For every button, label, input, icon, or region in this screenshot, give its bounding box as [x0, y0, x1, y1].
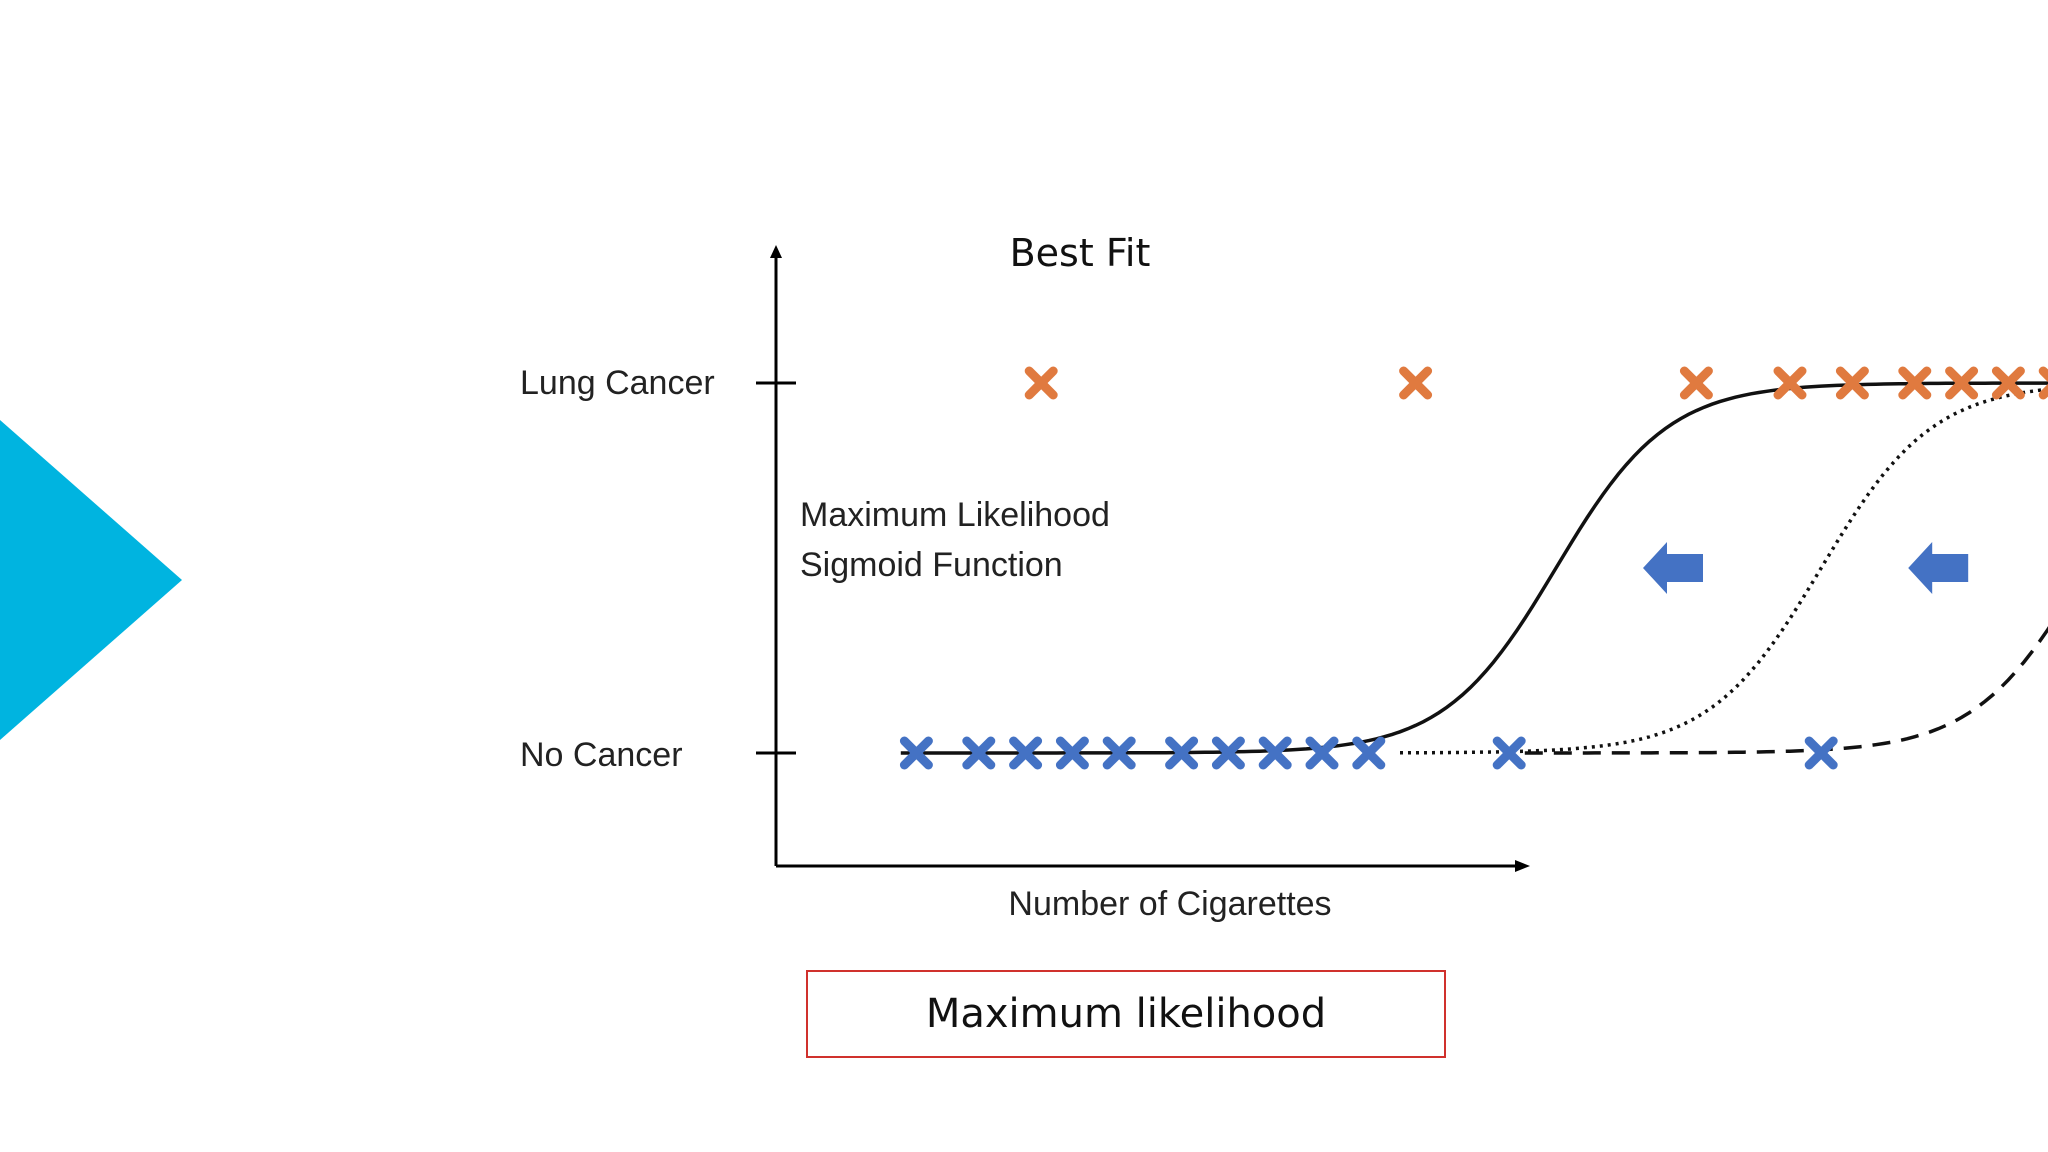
- chart-title: Best Fit: [1010, 231, 1151, 275]
- x-marker-stroke: [1773, 366, 1807, 400]
- data-point-1-5: [1165, 736, 1199, 770]
- x-marker-stroke: [1211, 736, 1245, 770]
- x-marker-stroke: [2038, 383, 2048, 400]
- sigmoid-curve-solid: [900, 381, 2048, 755]
- axes: [756, 245, 1530, 872]
- data-point-1-3: [1055, 736, 1089, 770]
- x-axis-arrowhead: [1515, 860, 1530, 872]
- sigmoid-curve-dotted: [1400, 387, 2048, 755]
- curves: [900, 381, 2048, 755]
- data-point-1-10: [1492, 736, 1526, 770]
- x-marker-stroke: [1898, 366, 1932, 400]
- data-point-0-4: [1835, 366, 1869, 400]
- chart: Best Fit Lung Cancer No Cancer Maximum L…: [520, 231, 2048, 923]
- x-marker-stroke: [1102, 736, 1136, 770]
- x-marker-stroke: [1165, 736, 1199, 770]
- x-marker-stroke: [1492, 736, 1526, 770]
- annotation-line-1: Maximum Likelihood: [800, 496, 1110, 534]
- x-marker-stroke: [962, 736, 996, 770]
- data-point-1-0: [899, 736, 933, 770]
- left-arrow-icon-0: [1643, 542, 1703, 594]
- x-axis-label: Number of Cigarettes: [1008, 885, 1331, 923]
- x-marker-stroke: [1991, 366, 2025, 400]
- data-point-1-6: [1211, 736, 1245, 770]
- data-point-0-2: [1679, 366, 1713, 400]
- decorative-triangle: [0, 420, 182, 740]
- x-marker-stroke: [899, 736, 933, 770]
- data-point-1-9: [1352, 736, 1386, 770]
- data-point-0-7: [1991, 366, 2025, 400]
- caption-box: Maximum likelihood: [806, 970, 1446, 1058]
- x-marker-stroke: [1679, 366, 1713, 400]
- data-point-0-1: [1399, 366, 1433, 400]
- x-marker-stroke: [1804, 736, 1838, 770]
- caption-text: Maximum likelihood: [925, 991, 1327, 1037]
- data-point-1-8: [1305, 736, 1339, 770]
- data-point-0-6: [1945, 366, 1979, 400]
- data-point-0-5: [1898, 366, 1932, 400]
- x-marker-stroke: [1024, 366, 1058, 400]
- x-marker-stroke: [1352, 736, 1386, 770]
- x-marker-stroke: [1835, 366, 1869, 400]
- arrows: [1643, 542, 1969, 594]
- x-marker-stroke: [1399, 366, 1433, 400]
- data-point-0-3: [1773, 366, 1807, 400]
- data-point-0-0: [1024, 366, 1058, 400]
- x-marker-stroke: [1055, 736, 1089, 770]
- data-point-1-2: [1009, 736, 1043, 770]
- y-axis-arrowhead: [770, 245, 782, 258]
- x-marker-stroke: [1305, 736, 1339, 770]
- x-marker-stroke: [1009, 736, 1043, 770]
- annotation-line-2: Sigmoid Function: [800, 546, 1063, 584]
- y-tick-label-no-cancer: No Cancer: [520, 736, 683, 774]
- data-point-1-4: [1102, 736, 1136, 770]
- sigmoid-curve-dashed: [1524, 626, 2048, 755]
- data-point-1-1: [962, 736, 996, 770]
- data-point-0-8: [2038, 366, 2048, 400]
- left-arrow-icon-1: [1908, 542, 1969, 594]
- data-point-1-7: [1258, 736, 1292, 770]
- markers: [899, 366, 2048, 770]
- data-point-1-11: [1804, 736, 1838, 770]
- x-marker-stroke: [1945, 366, 1979, 400]
- x-marker-stroke: [2038, 366, 2048, 383]
- y-tick-label-lung-cancer: Lung Cancer: [520, 364, 715, 402]
- x-marker-stroke: [1258, 736, 1292, 770]
